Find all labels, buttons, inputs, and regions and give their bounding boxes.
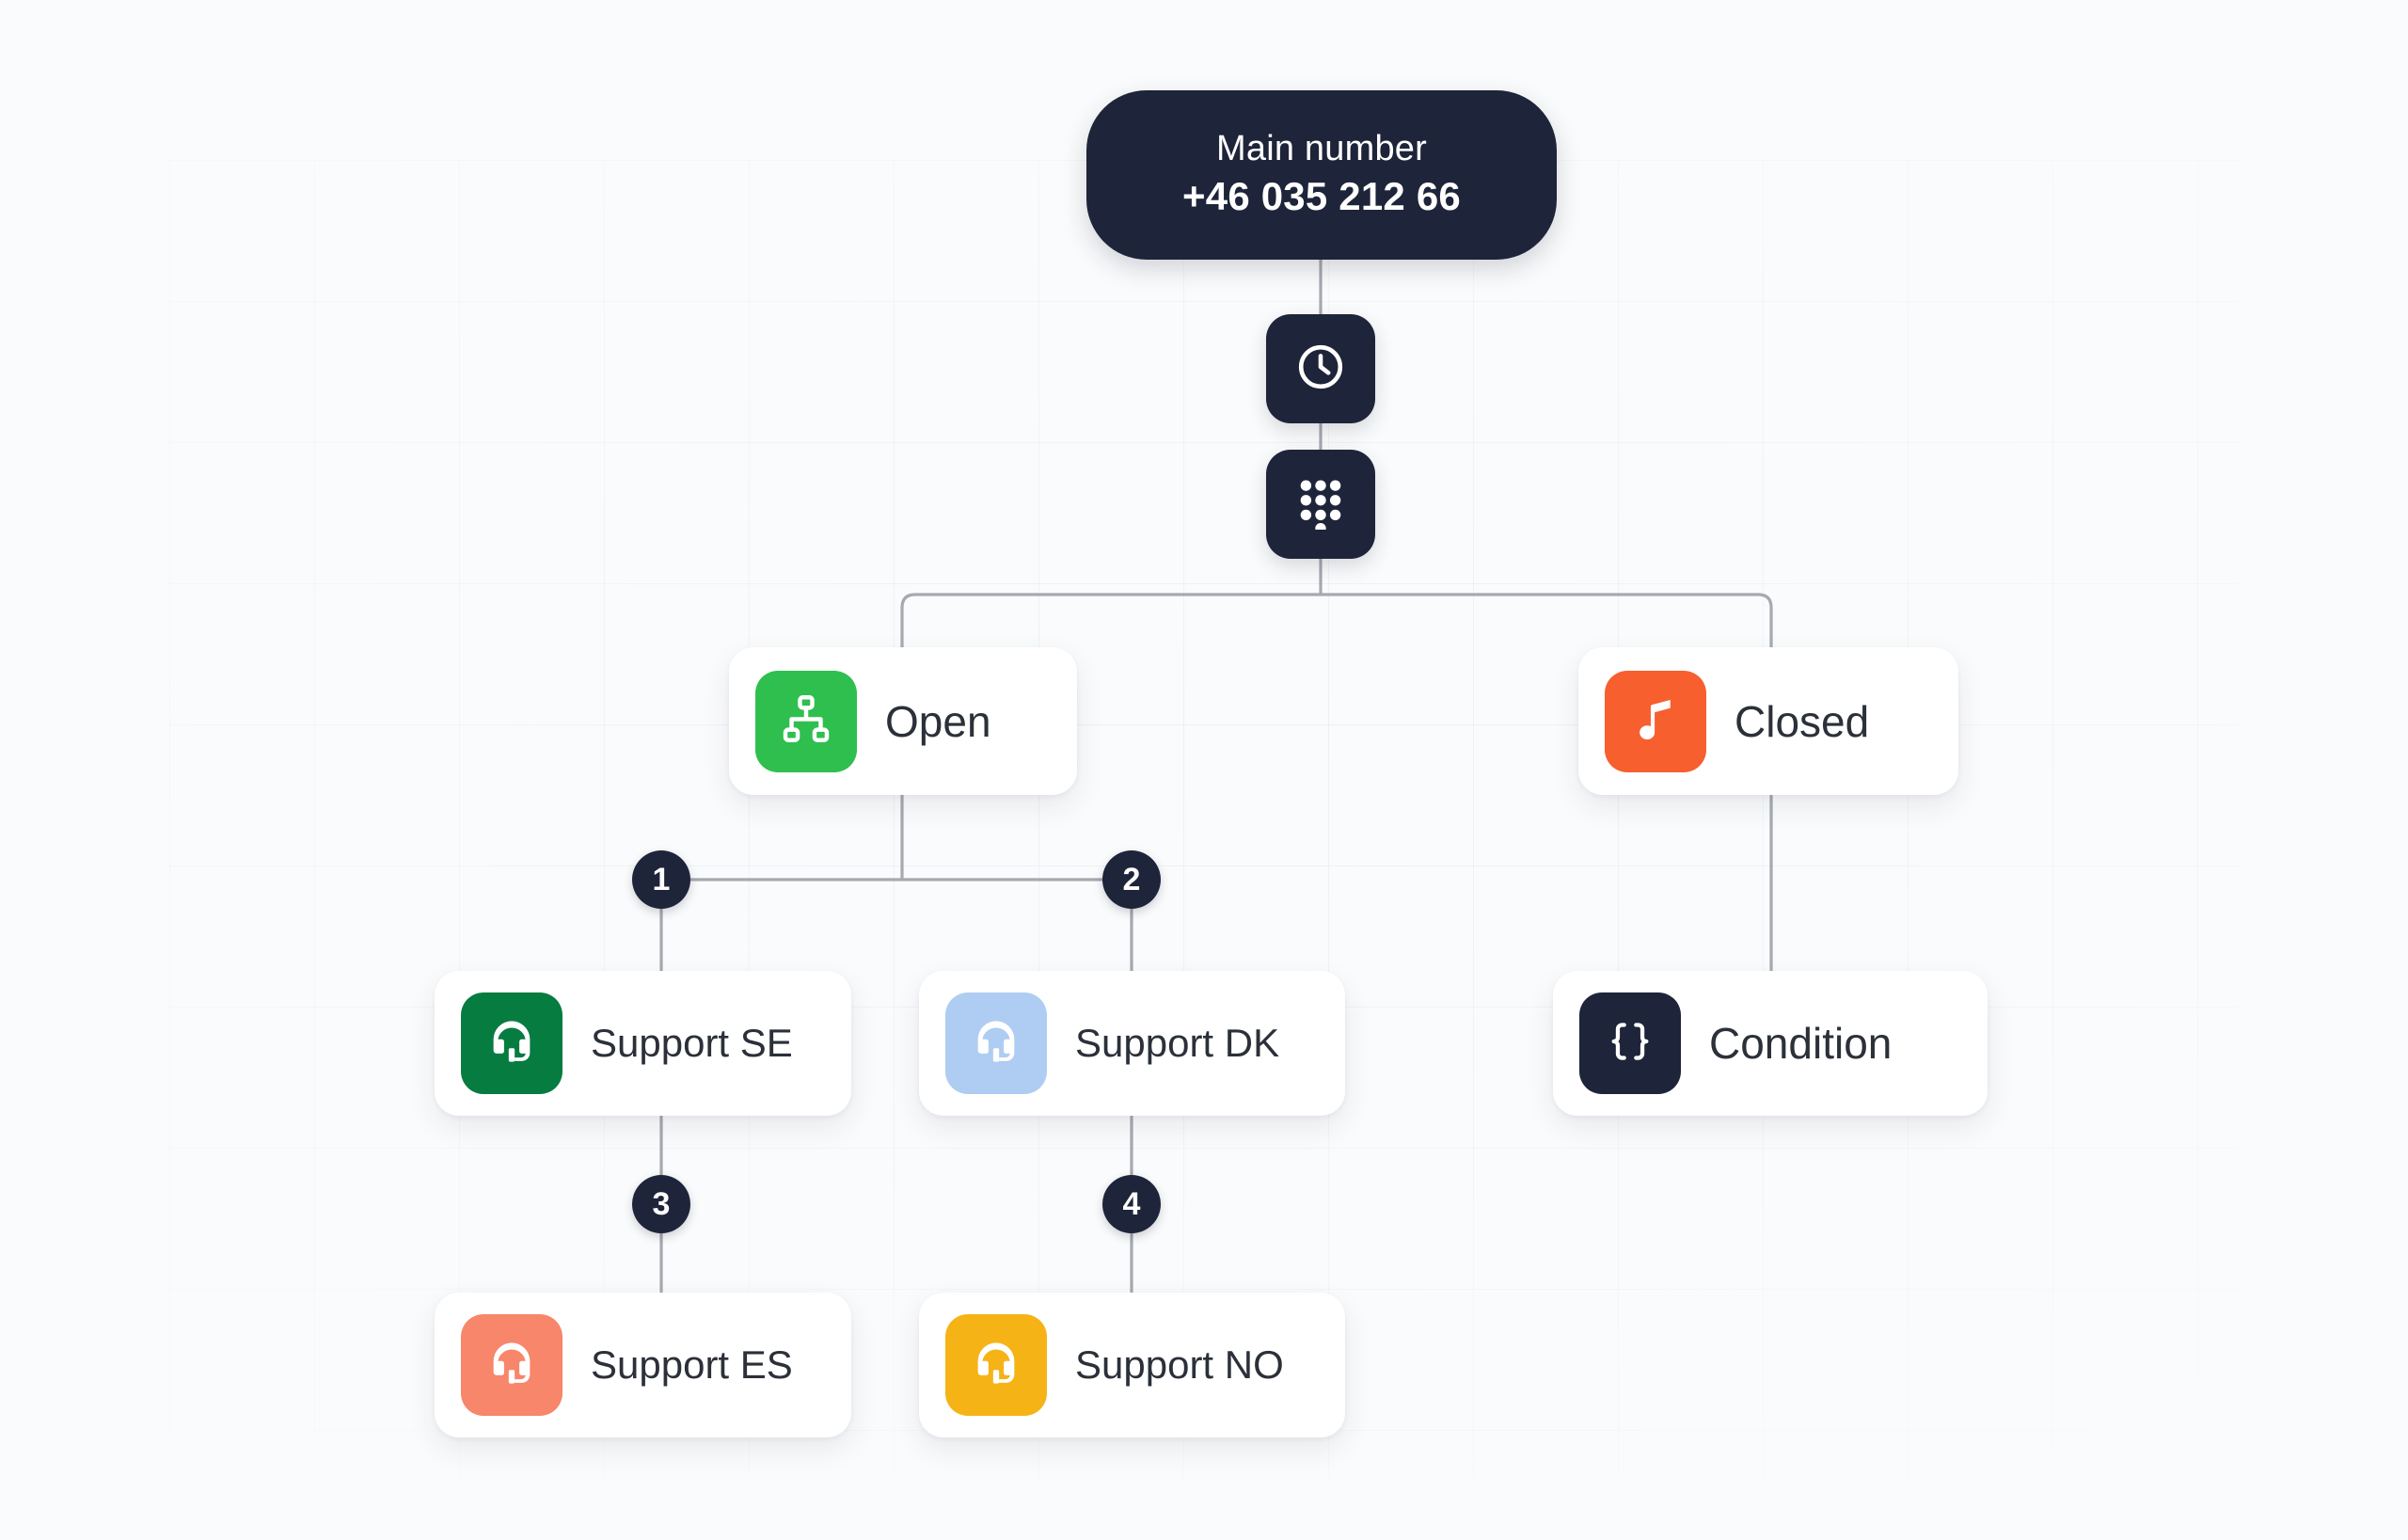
keypress-badge-4[interactable]: 4: [1102, 1175, 1161, 1233]
support-no-node[interactable]: Support NO: [919, 1293, 1345, 1437]
sitemap-icon-tile: [755, 670, 857, 772]
dialpad-icon: [1294, 475, 1347, 534]
open-branch[interactable]: Open: [729, 647, 1077, 795]
sitemap-icon: [779, 691, 833, 751]
support-dk-label: Support DK: [1075, 1021, 1280, 1065]
support-no-label: Support NO: [1075, 1342, 1284, 1387]
condition-label: Condition: [1709, 1019, 1893, 1068]
badge-4-value: 4: [1122, 1185, 1141, 1222]
curly-braces-icon: [1605, 1016, 1656, 1072]
clock-icon: [1293, 340, 1348, 399]
closed-branch-label: Closed: [1735, 696, 1870, 746]
music-note-icon-tile: [1605, 670, 1706, 772]
music-note-icon: [1630, 692, 1681, 750]
main-number-value: +46 035 212 66: [1182, 174, 1461, 219]
headset-icon-tile-dk: [945, 992, 1047, 1094]
support-se-label: Support SE: [591, 1021, 793, 1065]
headset-icon-tile-no: [945, 1314, 1047, 1416]
open-branch-label: Open: [885, 696, 991, 746]
badge-3-value: 3: [652, 1185, 671, 1222]
main-number-node[interactable]: Main number +46 035 212 66: [1086, 90, 1557, 260]
headset-icon: [486, 1016, 537, 1072]
keypress-badge-3[interactable]: 3: [632, 1175, 690, 1233]
support-es-label: Support ES: [591, 1342, 793, 1387]
keypress-badge-1[interactable]: 1: [632, 850, 690, 909]
headset-icon-tile-se: [461, 992, 562, 1094]
headset-icon: [971, 1016, 1022, 1072]
schedule-step[interactable]: [1266, 314, 1375, 423]
background-grid: [169, 160, 2239, 1477]
ivr-menu-step[interactable]: [1266, 450, 1375, 559]
curly-braces-icon-tile: [1579, 992, 1681, 1094]
headset-icon: [971, 1338, 1022, 1393]
wire-branch-bus: [900, 593, 1773, 647]
support-se-node[interactable]: Support SE: [435, 971, 851, 1116]
support-dk-node[interactable]: Support DK: [919, 971, 1345, 1116]
main-number-title: Main number: [1216, 128, 1427, 168]
keypress-badge-2[interactable]: 2: [1102, 850, 1161, 909]
support-es-node[interactable]: Support ES: [435, 1293, 851, 1437]
badge-2-value: 2: [1122, 861, 1141, 897]
headset-icon: [486, 1338, 537, 1393]
badge-1-value: 1: [652, 861, 671, 897]
headset-icon-tile-es: [461, 1314, 562, 1416]
condition-node[interactable]: Condition: [1553, 971, 1988, 1116]
closed-branch[interactable]: Closed: [1578, 647, 1958, 795]
